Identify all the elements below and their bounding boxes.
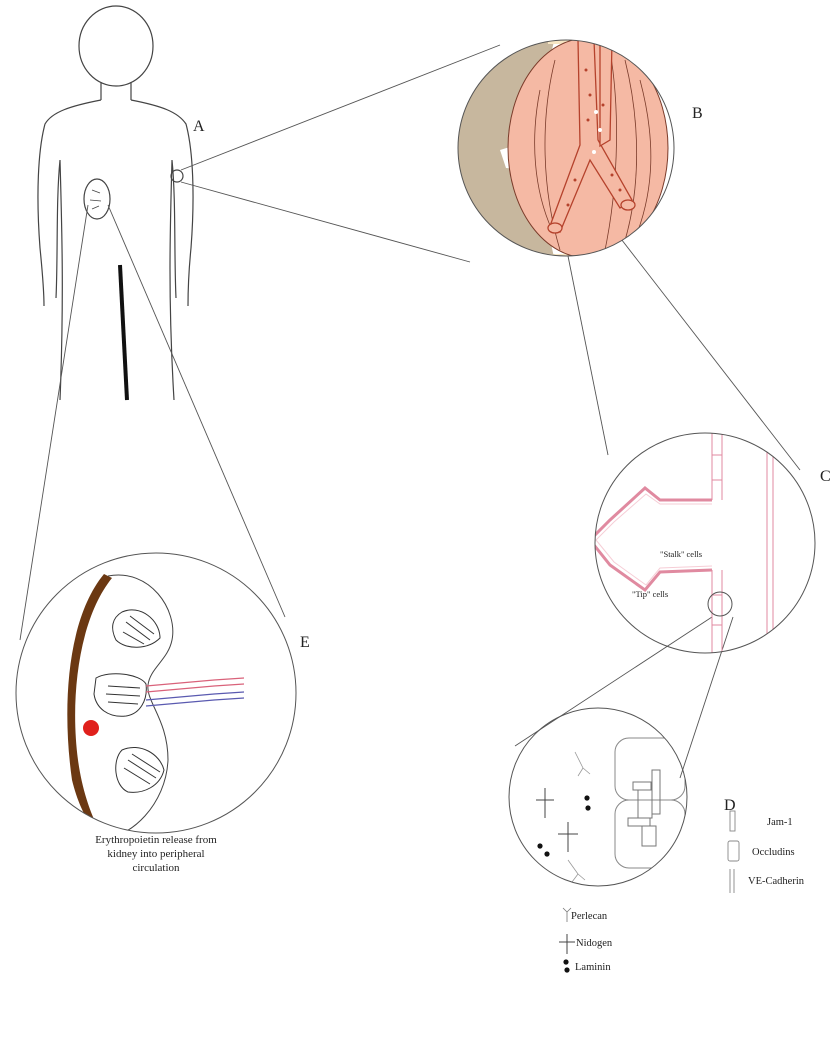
nidogen-symbols [536,788,578,852]
panel-c-frame [595,433,815,653]
vessel-wall [712,420,773,660]
occludins-icon [728,841,739,861]
connector-lines [20,45,800,778]
laminin-icon [563,959,569,972]
perlecan-icon [563,908,571,922]
nidogen-icon [559,934,575,954]
panel-label-d: D [724,797,736,814]
kidney-origin-detail [90,190,101,209]
panel-e-caption-line-2: kidney into peripheral [107,848,204,860]
occludins-label: Occludins [752,847,795,858]
human-figure [38,6,193,400]
perlecan-symbols [568,752,590,882]
jam-1-label: Jam-1 [767,817,793,828]
panel-label-a: A [193,118,205,135]
panel-label-e: E [300,634,310,651]
panel-e-frame [16,553,296,833]
kidney-outline [104,575,173,838]
cartilage-cap-bottom [548,254,628,280]
panel-label-c: C [820,468,831,485]
body-outline [38,100,193,400]
matrix-legend: Perlecan Nidogen Laminin [559,908,613,973]
laminin-label: Laminin [575,962,611,973]
ve-cadherin-label: VE-Cadherin [748,876,805,887]
head [79,6,153,86]
panel-label-b: B [692,105,703,122]
jam-1-icon [730,811,735,831]
epo-source-dot [83,720,99,736]
cell-outlines [615,738,685,868]
panel-e-caption-line-3: circulation [132,862,180,874]
perlecan-label: Perlecan [571,911,608,922]
junction-legend: Jam-1 Occludins VE-Cadherin [728,811,805,893]
kidney-origin [84,179,110,219]
stalk-cells-label: "Stalk" cells [660,549,702,559]
black-bar [120,265,127,400]
panel-e: Erythropoietin release from kidney into … [16,553,296,874]
panel-b [440,20,700,280]
nidogen-label: Nidogen [576,938,613,949]
junction-blocks [628,770,660,846]
panel-d [509,708,687,886]
renal-vessels [146,678,244,706]
tip-cells-label: "Tip" cells [632,589,668,599]
panel-c: "Stalk" cells "Tip" cells [590,420,815,660]
panel-e-caption-line-1: Erythropoietin release from [95,834,217,846]
kidney-capsule [67,574,112,838]
sprout [590,488,712,590]
renal-pyramids [94,610,164,792]
ve-cadherin-icon [730,869,734,893]
